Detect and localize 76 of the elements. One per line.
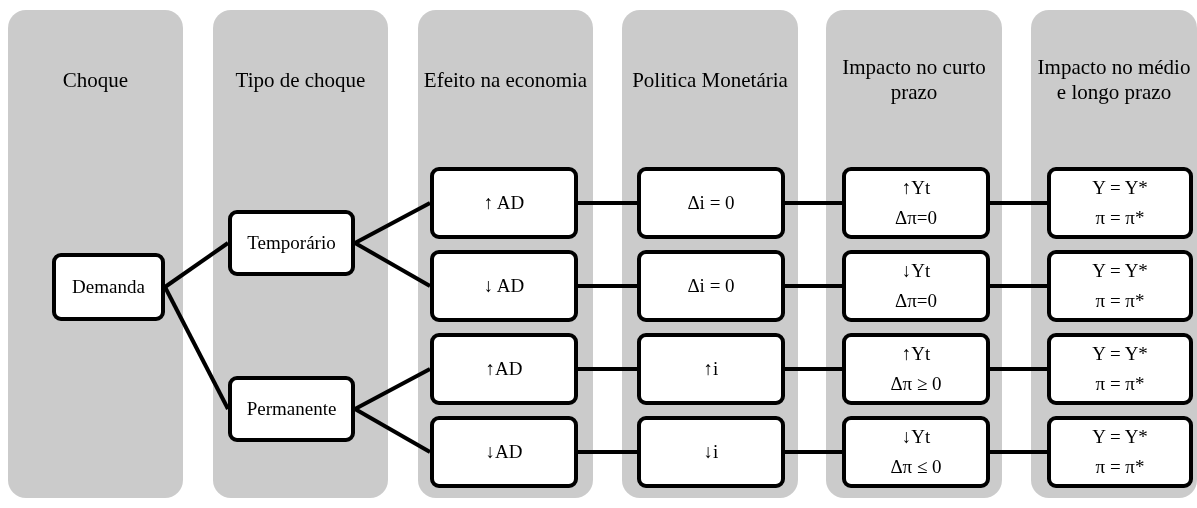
process-box — [842, 333, 990, 405]
connector-line — [163, 286, 230, 410]
process-box — [1047, 250, 1193, 322]
box-text: ↑Yt — [901, 175, 931, 200]
process-box — [637, 416, 785, 488]
connector-line — [990, 201, 1047, 205]
connector-line — [354, 367, 431, 411]
box-text: ↓ AD — [483, 274, 525, 298]
box-text: Δπ=0 — [895, 289, 937, 313]
box-text: Δπ ≤ 0 — [890, 455, 942, 479]
process-box — [430, 416, 578, 488]
connector-line — [990, 284, 1047, 288]
connector-line — [163, 241, 230, 289]
box-text: Temporário — [247, 231, 336, 255]
column-heading: Politica Monetária — [632, 67, 788, 93]
connector-line — [785, 367, 842, 371]
connector-line — [785, 450, 842, 454]
column-band — [213, 10, 388, 498]
box-text: Y = Y* — [1092, 175, 1148, 200]
connector-line — [578, 450, 637, 454]
column-heading: Efeito na economia — [423, 67, 588, 93]
connector-line — [990, 367, 1047, 371]
process-box — [228, 376, 355, 442]
box-text: π = π* — [1095, 372, 1145, 396]
connector-line — [990, 450, 1047, 454]
box-text: ↑AD — [485, 357, 523, 381]
box-text: Δπ ≥ 0 — [890, 372, 942, 396]
process-box — [1047, 333, 1193, 405]
column-heading: Tipo de choque — [235, 67, 366, 93]
column-band — [622, 10, 798, 498]
connector-line — [578, 201, 637, 205]
box-text: π = π* — [1095, 455, 1145, 479]
box-text: ↓Yt — [901, 258, 931, 283]
process-box — [1047, 167, 1193, 239]
box-text: Y = Y* — [1092, 341, 1148, 366]
connector-line — [354, 407, 431, 454]
box-text: ↑ AD — [483, 191, 525, 215]
column-band — [1031, 10, 1197, 498]
column-band — [8, 10, 183, 498]
process-box — [430, 167, 578, 239]
process-box — [430, 250, 578, 322]
connector-line — [578, 367, 637, 371]
process-box — [637, 167, 785, 239]
connector-line — [354, 241, 431, 288]
process-box — [637, 250, 785, 322]
box-text: π = π* — [1095, 206, 1145, 230]
connector-line — [785, 201, 842, 205]
connector-line — [354, 201, 431, 245]
box-text: ↑i — [703, 357, 719, 381]
process-box — [637, 333, 785, 405]
process-box — [52, 253, 165, 321]
connector-line — [578, 284, 637, 288]
box-text: π = π* — [1095, 289, 1145, 313]
column-heading: Choque — [62, 67, 129, 93]
process-box — [1047, 416, 1193, 488]
box-text: ↑Yt — [901, 341, 931, 366]
box-text: Δi = 0 — [687, 274, 735, 298]
box-text: ↓AD — [485, 440, 523, 464]
box-text: Permanente — [246, 397, 337, 421]
box-text: Y = Y* — [1092, 424, 1148, 449]
box-text: ↓i — [703, 440, 719, 464]
column-heading: Impacto no curto prazo — [841, 55, 987, 105]
box-text: Demanda — [72, 275, 145, 299]
process-box — [430, 333, 578, 405]
box-text: ↓Yt — [901, 424, 931, 449]
column-heading: Impacto no médio e longo prazo — [1036, 55, 1192, 105]
process-box — [228, 210, 355, 276]
process-box — [842, 250, 990, 322]
box-text: Y = Y* — [1092, 258, 1148, 283]
box-text: Δi = 0 — [687, 191, 735, 215]
process-box — [842, 416, 990, 488]
connector-line — [785, 284, 842, 288]
column-band — [418, 10, 593, 498]
column-band — [826, 10, 1002, 498]
box-text: Δπ=0 — [895, 206, 937, 230]
process-box — [842, 167, 990, 239]
